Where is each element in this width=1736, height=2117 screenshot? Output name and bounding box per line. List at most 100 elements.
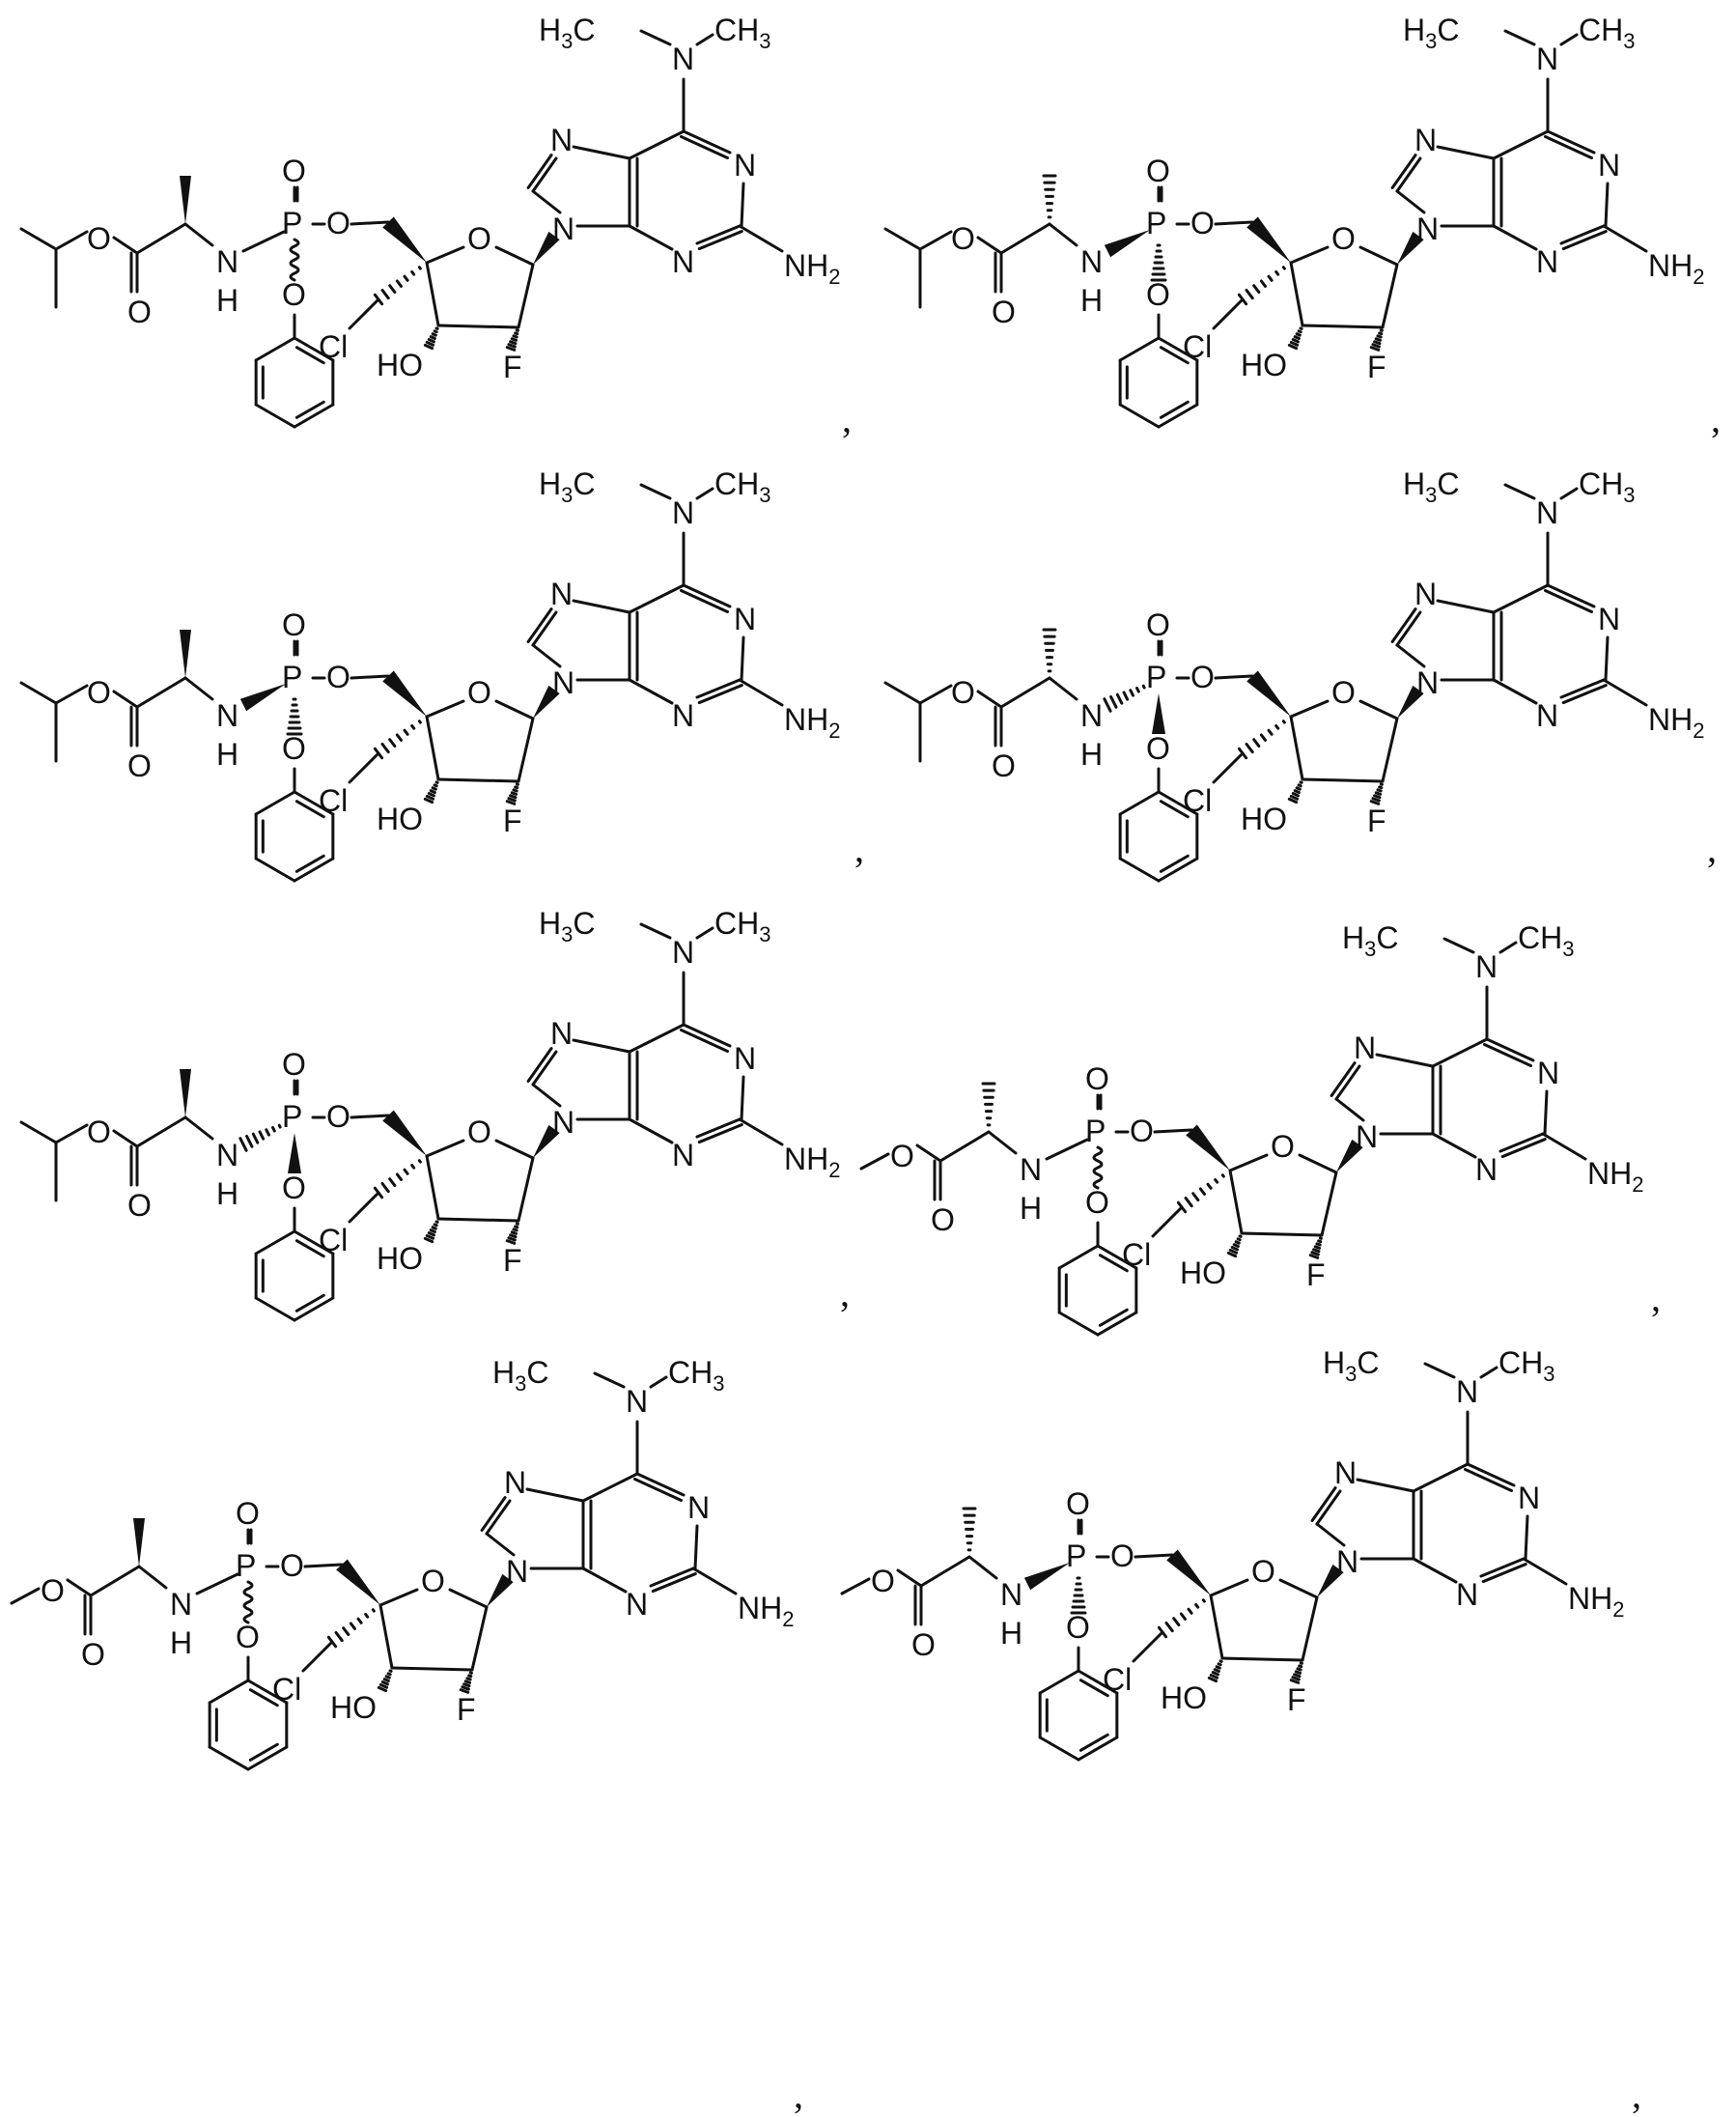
bond	[1291, 717, 1302, 779]
bond	[380, 1590, 417, 1605]
amide-nitrogen-label: N	[216, 244, 238, 279]
bond	[583, 1474, 637, 1501]
bond	[1280, 1580, 1317, 1597]
hydroxyl-label: HO	[1161, 1680, 1207, 1715]
bond	[1211, 1580, 1247, 1595]
hash-bond	[1269, 276, 1272, 280]
hash-bond	[1203, 1600, 1204, 1601]
bond	[380, 1605, 392, 1668]
dimethylamino-nitrogen-label: N	[626, 1384, 648, 1419]
bond	[1214, 753, 1243, 782]
methyl-right-label: CH3	[1498, 1345, 1554, 1386]
bond	[450, 1590, 487, 1607]
bond	[1300, 1155, 1336, 1172]
bond	[630, 1025, 684, 1052]
bond	[1135, 1555, 1172, 1557]
bond	[1561, 489, 1577, 498]
bond	[1230, 1171, 1242, 1233]
hash-bond	[1124, 692, 1128, 699]
separator-comma: ,	[1632, 2072, 1641, 2117]
hydroxyl-label: HO	[377, 1241, 423, 1276]
bond	[1302, 779, 1383, 781]
methyl-right-label: CH3	[1579, 13, 1635, 53]
bond	[256, 1298, 294, 1320]
amide-nitrogen-label: N	[1080, 244, 1103, 279]
hash-bond	[1269, 730, 1272, 734]
bond	[256, 859, 294, 881]
hash-bond	[509, 345, 515, 347]
phosphoryl-oxygen-label: O	[282, 607, 306, 642]
bond	[989, 1132, 1016, 1153]
hash-bond	[465, 1681, 469, 1683]
methyl-right-label: CH3	[714, 906, 770, 946]
hash-bond	[434, 331, 436, 332]
bond	[1047, 1140, 1087, 1159]
hash-bond	[462, 1687, 468, 1689]
purine-n3-label: N	[672, 1138, 694, 1172]
amide-hydrogen-label: H	[170, 1625, 192, 1660]
hash-bond	[1295, 791, 1299, 793]
methyl-left-label: H3C	[1342, 920, 1398, 961]
bond	[1481, 1368, 1497, 1377]
bond	[56, 686, 87, 703]
dimethylamino-nitrogen-label: N	[1536, 495, 1558, 530]
amino-label: NH2	[784, 248, 840, 289]
amino-label: NH2	[1568, 1581, 1624, 1622]
hash-bond	[1295, 337, 1299, 339]
wedge-bond	[1186, 1124, 1230, 1171]
hash-bond	[431, 337, 434, 339]
methyl-left-label: H3C	[492, 1355, 548, 1396]
bond	[1302, 325, 1383, 327]
ester-oxygen-label: O	[871, 1564, 895, 1598]
purine-n9-label: N	[1356, 1119, 1378, 1154]
hash-bond	[397, 1174, 401, 1179]
dimethylamino-nitrogen-label: N	[1536, 42, 1558, 76]
chlorine-label: Cl	[1183, 329, 1212, 364]
purine-n9-label: N	[552, 1105, 574, 1140]
hash-bond	[431, 791, 434, 793]
hash-bond	[1314, 1250, 1319, 1252]
hash-bond	[380, 1684, 386, 1687]
purine-n3-label: N	[1456, 1577, 1478, 1612]
purine-n3-label: N	[672, 244, 694, 279]
bond	[1050, 678, 1077, 699]
amide-hydrogen-label: H	[1020, 1191, 1042, 1226]
phosphoryl-oxygen-label: O	[1146, 607, 1170, 642]
bond	[1120, 792, 1159, 814]
bond	[1040, 1737, 1078, 1760]
hash-bond	[240, 1139, 246, 1151]
hash-bond	[512, 793, 516, 795]
carbonyl-oxygen-label: O	[127, 295, 152, 329]
ester-oxygen-label: O	[87, 221, 111, 256]
bond	[487, 1534, 514, 1555]
bond	[351, 1115, 388, 1117]
purine-n1-label: N	[1518, 1481, 1540, 1515]
purine-n7-label: N	[550, 1016, 573, 1051]
hash-bond	[405, 1170, 407, 1173]
bond	[898, 1570, 921, 1586]
purine-n1-label: N	[734, 1041, 756, 1076]
bond	[1153, 1207, 1182, 1236]
dimethylamino-nitrogen-label: N	[672, 935, 694, 970]
hash-bond	[412, 1165, 414, 1168]
bond	[518, 265, 533, 327]
hash-bond	[1232, 1248, 1237, 1250]
hash-bond	[412, 271, 414, 274]
hash-bond	[397, 735, 401, 740]
hash-bond	[514, 790, 517, 791]
bond	[1211, 1595, 1222, 1658]
hash-bond	[427, 796, 433, 799]
bond	[1040, 1671, 1078, 1693]
hash-bond	[1166, 1623, 1172, 1630]
bond	[1438, 147, 1494, 158]
bond	[630, 680, 672, 703]
phenoxy-oxygen-label: O	[1146, 277, 1170, 312]
amide-nitrogen-label: N	[1080, 698, 1103, 733]
bond	[527, 1489, 583, 1501]
bond	[296, 856, 323, 871]
hash-bond	[511, 796, 516, 798]
wedge-bond	[133, 1518, 145, 1567]
